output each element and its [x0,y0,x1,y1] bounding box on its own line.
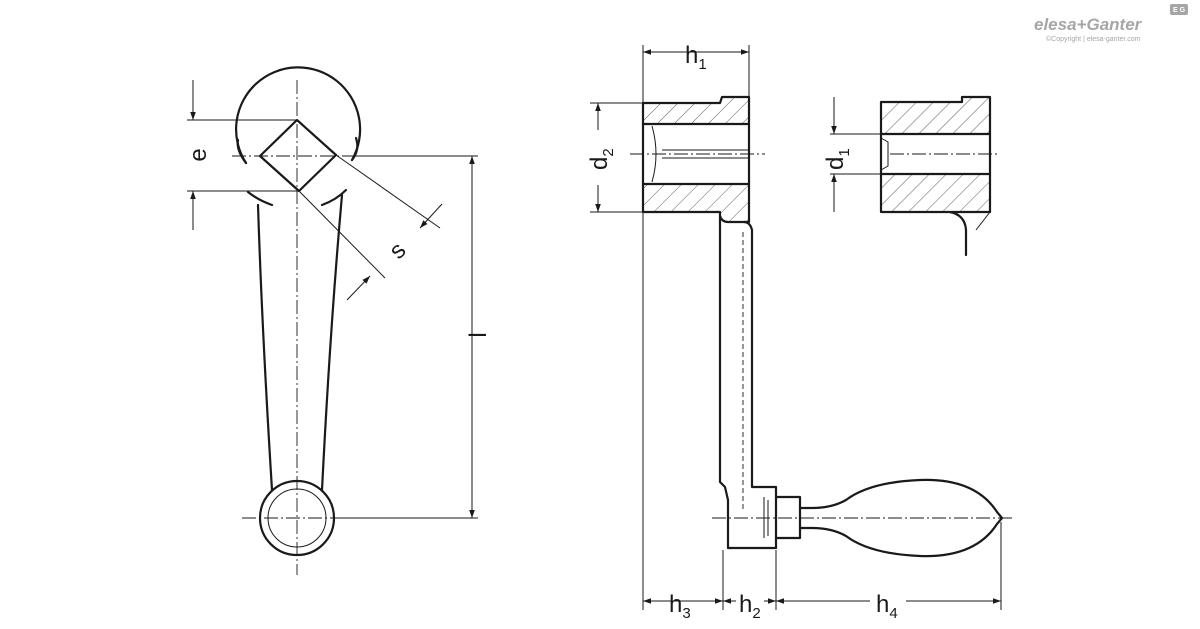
bushing-arm-stub [948,210,968,257]
dimension-e-label: e [185,148,212,161]
dimension-h4-label: h4 [876,591,898,622]
square-hole [258,118,338,193]
arm-left-edge [256,203,274,492]
dimension-l-label: l [465,332,492,337]
hub-outline [235,66,362,165]
hub-right-bulge [350,136,359,162]
handle-collar [774,495,802,540]
dimension-d1-label: d1 [822,148,853,170]
dimension-h2-label: h2 [739,591,761,622]
arm-side-outline [718,214,778,550]
dimension-s-label: s [384,237,412,265]
crank-arm-front-view: e s l [185,66,492,575]
svg-text:E G: E G [1173,7,1186,14]
brand-copyright: ©Copyright | elesa-ganter.com [1046,35,1141,43]
svg-text:elesa+Ganter: elesa+Ganter [1034,15,1143,34]
hub-inner-right [320,188,348,207]
hub-inner-left [246,190,274,207]
dimension-h3-label: h3 [669,591,691,622]
arm-right-edge [320,193,344,492]
crank-side-section: h1 d2 h3 h2 h4 [586,42,1012,622]
hub-left-bulge [236,138,248,165]
brand-logo: elesa+Ganter E G ©Copyright | elesa-gant… [1034,4,1188,43]
dimension-d2-label: d2 [586,148,617,170]
bushing-outline [879,95,992,214]
bushing-detail-section: d1 [822,95,1000,257]
dimension-h1-label: h1 [685,42,707,73]
